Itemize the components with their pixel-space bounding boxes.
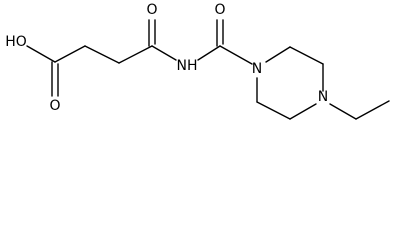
atom-acid-carbonyl-oxygen: O	[49, 98, 60, 114]
bond-n-c5	[197, 45, 221, 61]
bond-n4-rc	[289, 103, 317, 120]
bond-oh-c1	[26, 45, 56, 63]
bond-ethyl1-ethyl2	[355, 100, 390, 120]
bond-ra-rb	[289, 46, 324, 65]
structure-diagram: HO O O NH O N N	[5, 2, 390, 120]
bond-c1-c2	[54, 45, 86, 63]
bond-n1-ra	[265, 46, 291, 63]
atom-imide-nitrogen: NH	[177, 58, 198, 74]
atom-labels: HO O O NH O N N	[5, 2, 328, 114]
atom-hydroxyl: HO	[5, 34, 27, 50]
atom-piperazine-nitrogen-1: N	[252, 61, 262, 77]
bond-c3-c4	[118, 45, 153, 64]
bond-c4-n	[151, 45, 177, 61]
bond-c2-c3	[84, 45, 120, 64]
bond-n4-ethyl1	[329, 103, 357, 120]
atom-amide-carbonyl-oxygen: O	[146, 2, 157, 18]
atom-piperazine-nitrogen-4: N	[318, 89, 328, 105]
atom-urea-carbonyl-oxygen: O	[214, 2, 225, 18]
bond-rc-rd	[256, 101, 291, 120]
bond-c5-n1	[219, 45, 253, 65]
bonds	[26, 19, 390, 120]
